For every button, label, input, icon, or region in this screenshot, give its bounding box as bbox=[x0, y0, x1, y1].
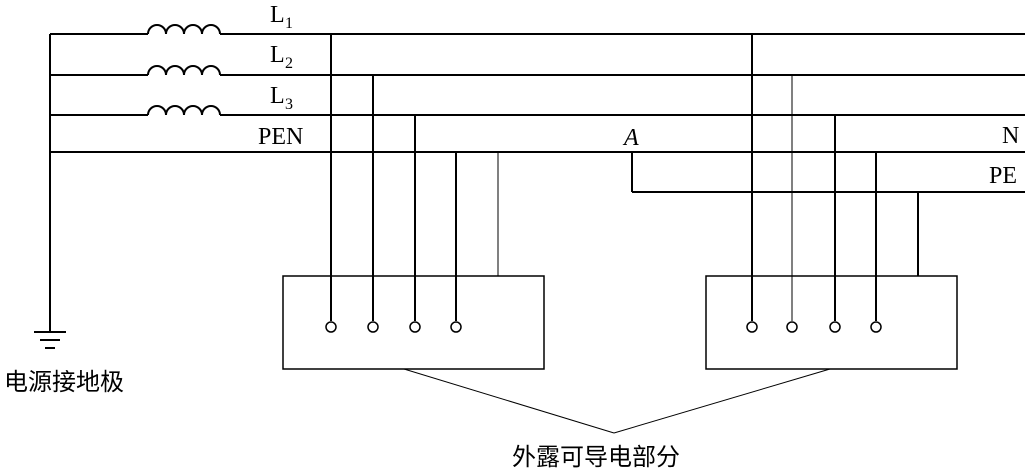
left-equipment-enclosure bbox=[282, 275, 545, 370]
right-terminal-l1 bbox=[746, 321, 758, 333]
l1-subscript: 1 bbox=[285, 15, 293, 32]
right-terminal-l2 bbox=[786, 321, 798, 333]
source-ground-label: 电源接地极 bbox=[4, 368, 124, 396]
l3-line bbox=[50, 105, 1025, 116]
left-terminal-l3 bbox=[409, 321, 421, 333]
l3-label: L bbox=[270, 83, 285, 109]
l2-label: L bbox=[270, 42, 285, 68]
source-ground-symbol bbox=[34, 34, 66, 349]
l3-subscript: 3 bbox=[285, 96, 293, 113]
l1-line bbox=[50, 24, 1025, 35]
point-a-label: A bbox=[622, 125, 639, 151]
right-equipment-enclosure bbox=[705, 275, 958, 370]
pen-label: PEN bbox=[258, 124, 303, 150]
left-terminal-l1 bbox=[325, 321, 337, 333]
pe-line bbox=[631, 152, 1025, 193]
left-terminal-l2 bbox=[367, 321, 379, 333]
exposed-parts-leader-lines bbox=[403, 368, 831, 434]
left-terminal-pen bbox=[450, 321, 462, 333]
pe-label: PE bbox=[989, 163, 1017, 189]
n-label: N bbox=[1002, 123, 1019, 149]
exposed-parts-label: 外露可导电部分 bbox=[512, 443, 680, 471]
right-equipment-conductors bbox=[751, 34, 919, 321]
right-terminal-l3 bbox=[829, 321, 841, 333]
l2-line bbox=[50, 65, 1025, 76]
l2-subscript: 2 bbox=[285, 55, 293, 72]
right-terminal-n bbox=[870, 321, 882, 333]
left-equipment-conductors bbox=[330, 34, 499, 321]
l1-label: L bbox=[270, 2, 285, 28]
